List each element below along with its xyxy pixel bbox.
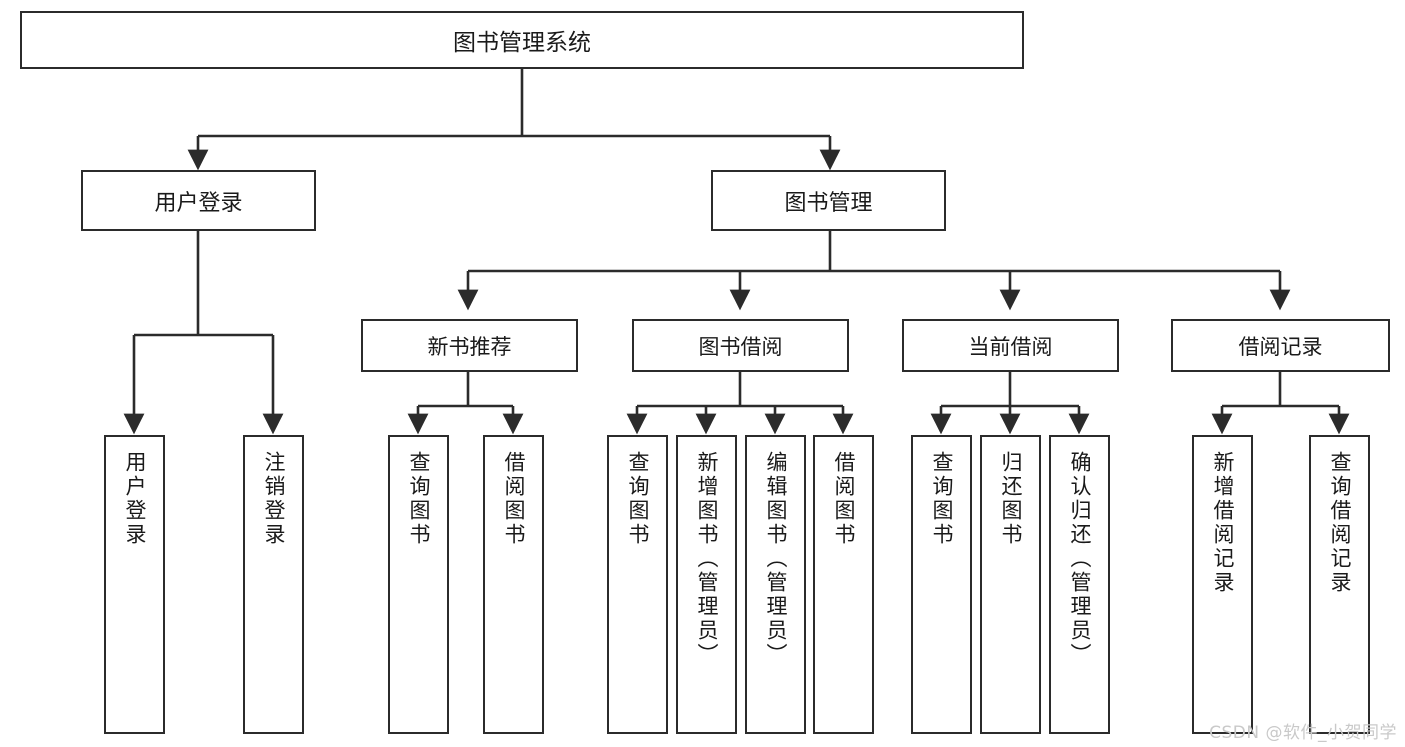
leaf-label: 编辑图书（管理员）: [764, 451, 788, 667]
node-book-management-label: 图书管理: [784, 190, 873, 216]
node-book-borrow[interactable]: 图书借阅: [632, 319, 849, 372]
leaf-label: 查询图书: [407, 451, 431, 547]
node-borrow-record[interactable]: 借阅记录: [1171, 319, 1390, 372]
leaf-label: 新增借阅记录: [1211, 451, 1235, 595]
node-book-management[interactable]: 图书管理: [711, 170, 946, 231]
node-user-login[interactable]: 用户登录: [81, 170, 316, 231]
leaf-label: 归还图书: [999, 451, 1023, 547]
leaf-label: 借阅图书: [502, 451, 526, 547]
node-current-borrow[interactable]: 当前借阅: [902, 319, 1119, 372]
node-new-book-recommend[interactable]: 新书推荐: [361, 319, 578, 372]
leaf-current-borrow-query[interactable]: 查询图书: [911, 435, 972, 734]
leaf-label: 用户登录: [123, 451, 147, 547]
node-current-borrow-label: 当前借阅: [968, 334, 1053, 359]
node-root-label: 图书管理系统: [453, 30, 591, 56]
node-user-login-label: 用户登录: [154, 190, 243, 216]
leaf-user-login-logout[interactable]: 注销登录: [243, 435, 304, 734]
leaf-label: 新增图书（管理员）: [695, 451, 719, 667]
leaf-new-book-borrow[interactable]: 借阅图书: [483, 435, 544, 734]
leaf-label: 确认归还（管理员）: [1068, 451, 1092, 667]
leaf-book-borrow-add[interactable]: 新增图书（管理员）: [676, 435, 737, 734]
node-root[interactable]: 图书管理系统: [20, 11, 1024, 69]
leaf-user-login-login[interactable]: 用户登录: [104, 435, 165, 734]
csdn-watermark: CSDN @软件_小贺同学: [1209, 723, 1397, 743]
leaf-label: 借阅图书: [832, 451, 856, 547]
leaf-borrow-record-add[interactable]: 新增借阅记录: [1192, 435, 1253, 734]
leaf-current-borrow-return[interactable]: 归还图书: [980, 435, 1041, 734]
leaf-label: 查询借阅记录: [1328, 451, 1352, 595]
leaf-label: 查询图书: [626, 451, 650, 547]
leaf-label: 注销登录: [262, 451, 286, 547]
leaf-new-book-query[interactable]: 查询图书: [388, 435, 449, 734]
node-book-borrow-label: 图书借阅: [698, 334, 783, 359]
leaf-current-borrow-confirm[interactable]: 确认归还（管理员）: [1049, 435, 1110, 734]
leaf-book-borrow-edit[interactable]: 编辑图书（管理员）: [745, 435, 806, 734]
node-borrow-record-label: 借阅记录: [1238, 334, 1323, 359]
leaf-book-borrow-borrow[interactable]: 借阅图书: [813, 435, 874, 734]
leaf-label: 查询图书: [930, 451, 954, 547]
leaf-borrow-record-query[interactable]: 查询借阅记录: [1309, 435, 1370, 734]
node-new-book-recommend-label: 新书推荐: [427, 334, 512, 359]
leaf-book-borrow-query[interactable]: 查询图书: [607, 435, 668, 734]
